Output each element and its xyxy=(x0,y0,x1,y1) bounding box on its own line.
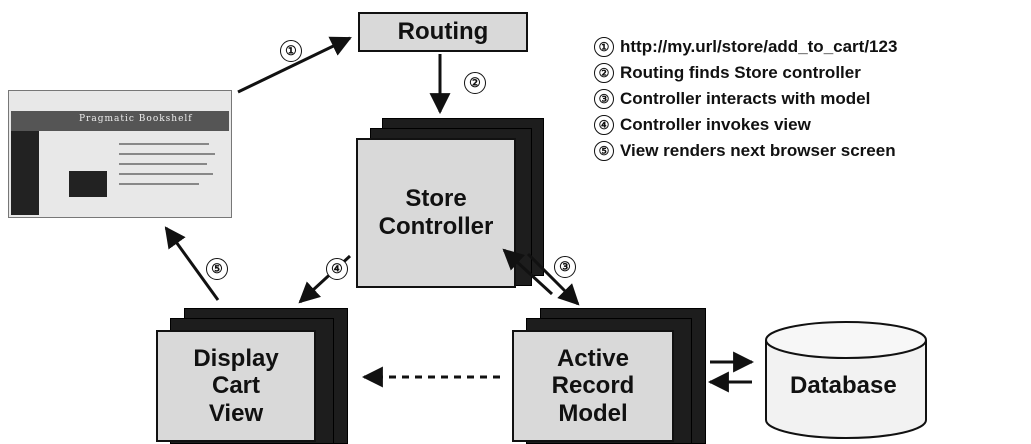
legend-number: ④ xyxy=(594,115,614,135)
legend-item: ⑤ View renders next browser screen xyxy=(594,138,897,164)
legend-item: ③ Controller interacts with model xyxy=(594,86,897,112)
step-marker-5: ⑤ xyxy=(206,258,228,280)
legend-text: Controller interacts with model xyxy=(620,86,870,112)
step-marker-1: ① xyxy=(280,40,302,62)
step-marker-4: ④ xyxy=(326,258,348,280)
step-marker-3: ③ xyxy=(554,256,576,278)
step-marker-2: ② xyxy=(464,72,486,94)
legend-number: ⑤ xyxy=(594,141,614,161)
legend-item: ④ Controller invokes view xyxy=(594,112,897,138)
legend-number: ① xyxy=(594,37,614,57)
legend-text: Routing finds Store controller xyxy=(620,60,861,86)
legend-item: ① http://my.url/store/add_to_cart/123 xyxy=(594,34,897,60)
legend-number: ③ xyxy=(594,89,614,109)
legend-item: ② Routing finds Store controller xyxy=(594,60,897,86)
legend-text: http://my.url/store/add_to_cart/123 xyxy=(620,34,897,60)
legend-text: View renders next browser screen xyxy=(620,138,896,164)
database-label: Database xyxy=(790,372,897,400)
legend-number: ② xyxy=(594,63,614,83)
legend-text: Controller invokes view xyxy=(620,112,811,138)
steps-legend: ① http://my.url/store/add_to_cart/123 ② … xyxy=(594,34,897,164)
